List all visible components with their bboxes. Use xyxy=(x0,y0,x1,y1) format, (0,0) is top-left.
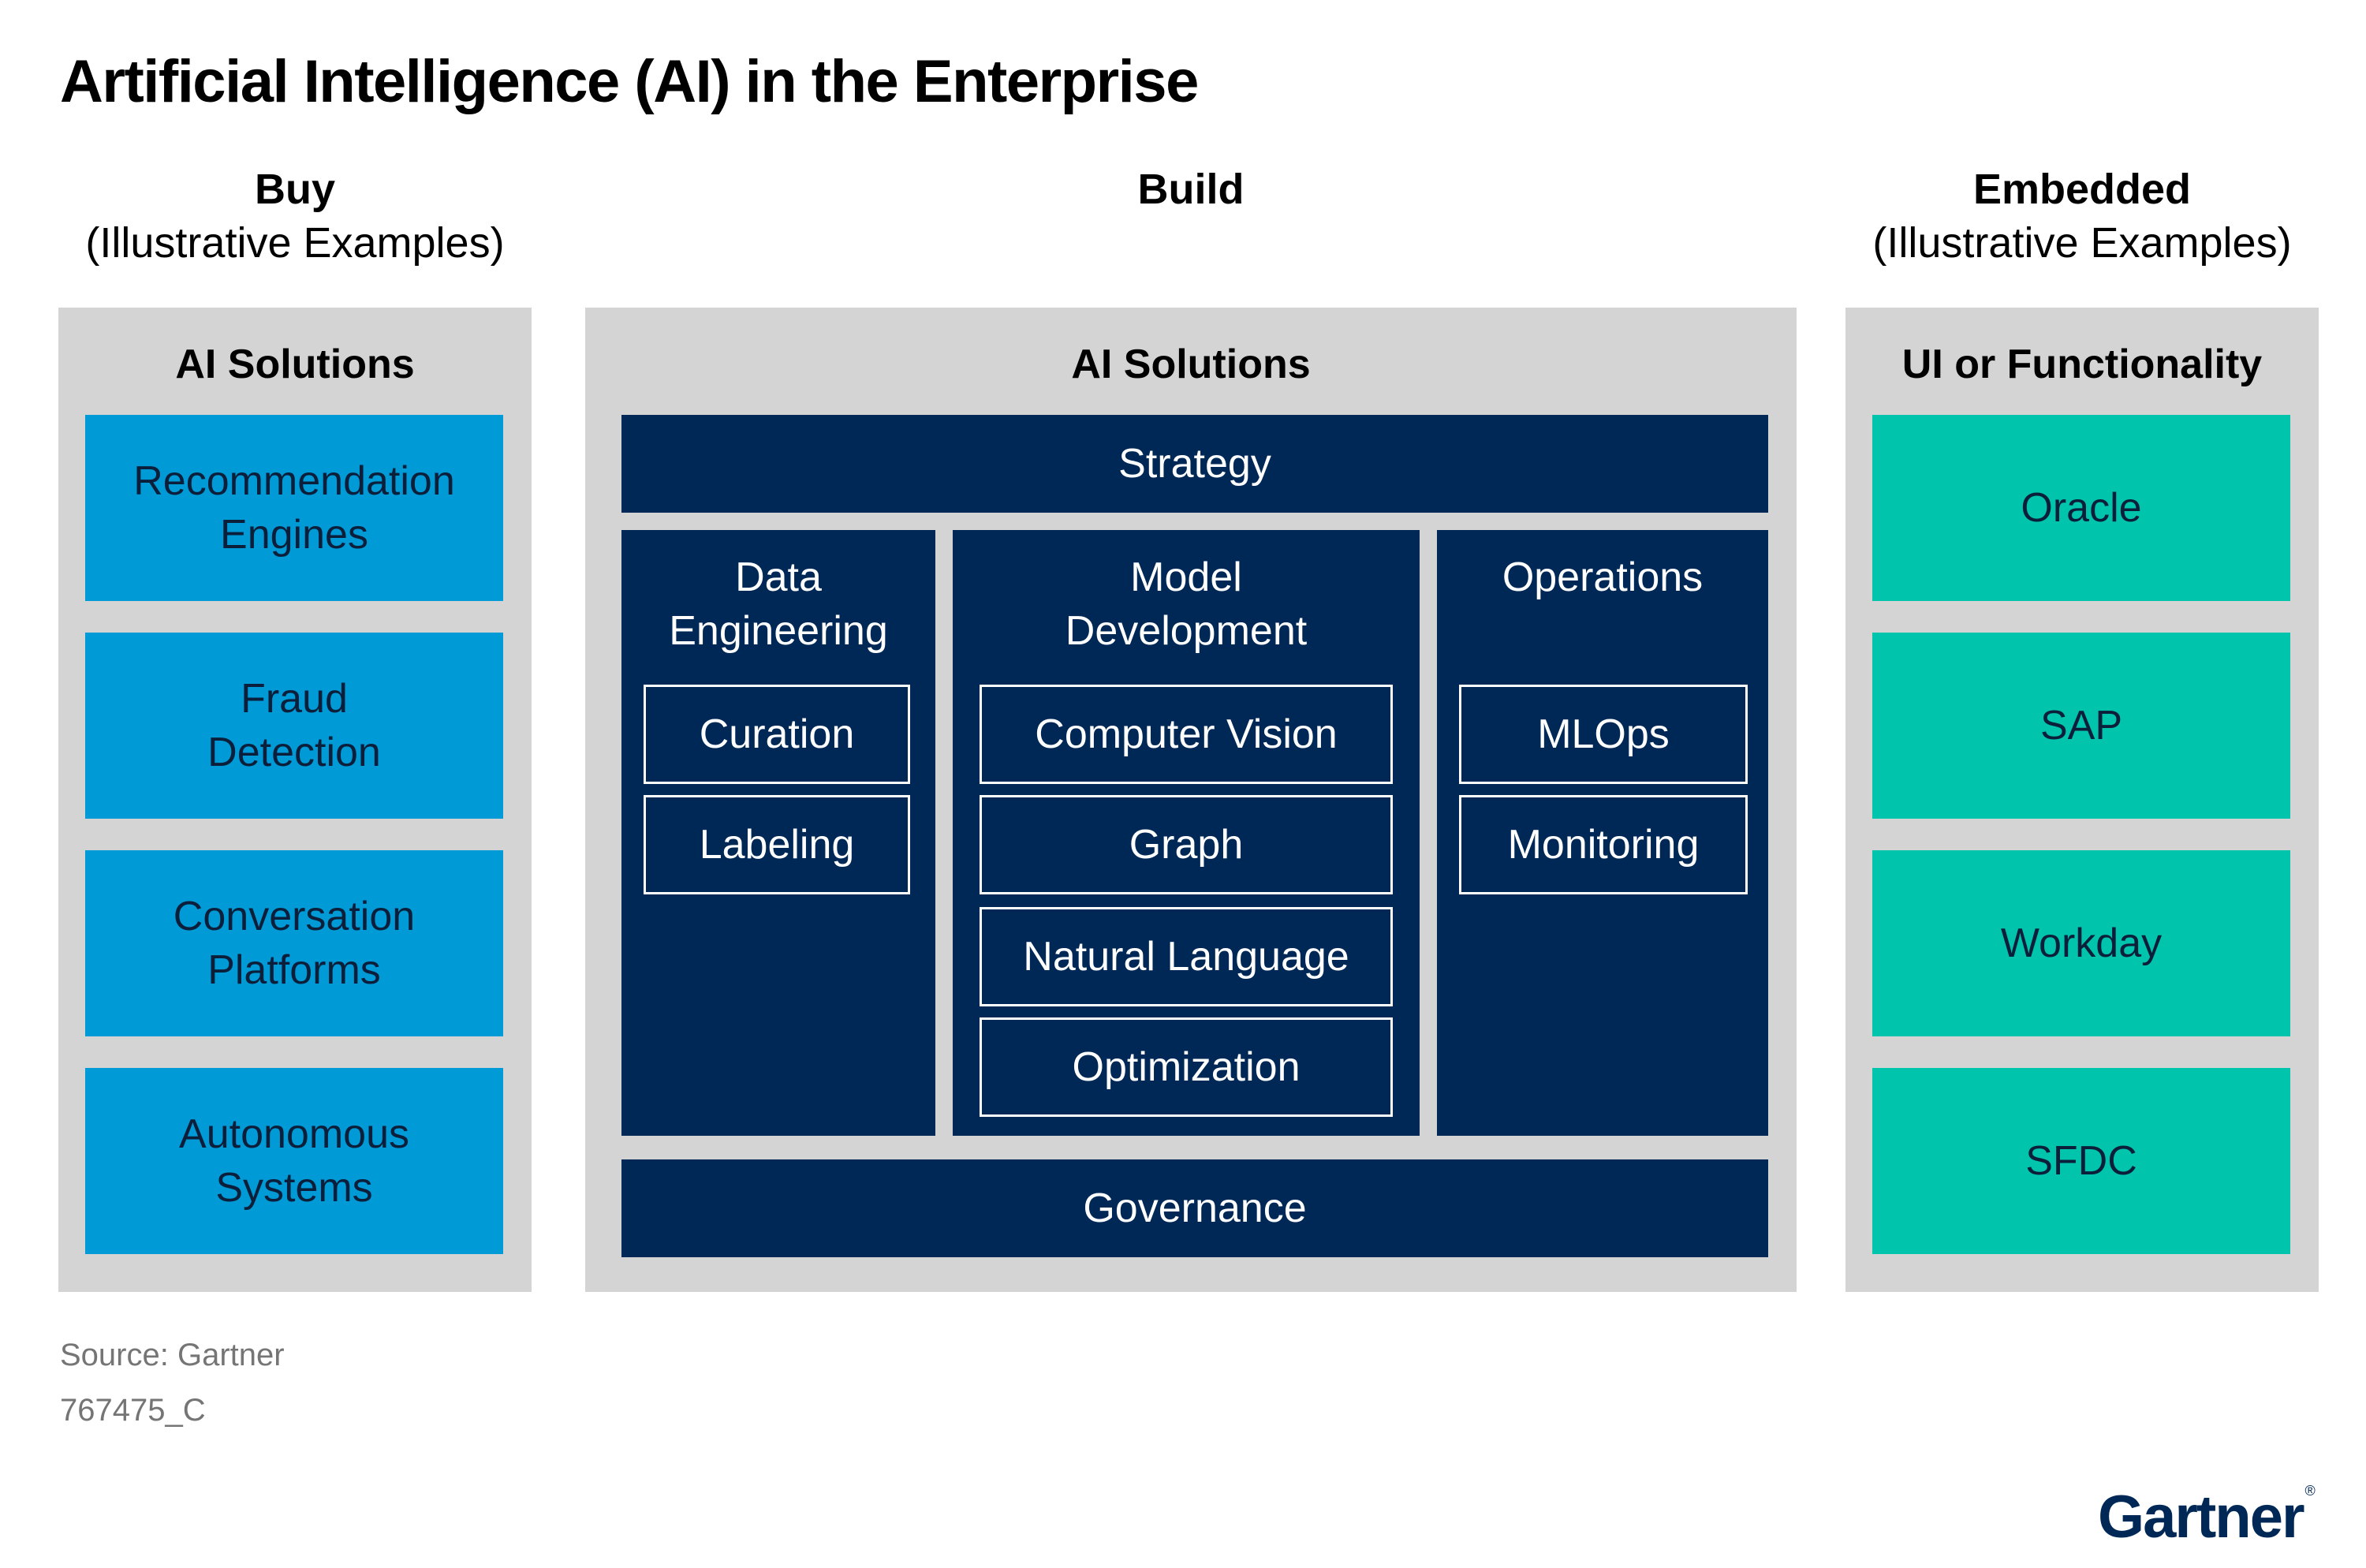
curation-chip: Curation xyxy=(644,685,910,784)
build-heading: Build xyxy=(1137,166,1245,213)
figure-id: 767475_C xyxy=(60,1393,206,1428)
build-column-heading: Build xyxy=(585,162,1797,216)
strategy-bar: Strategy xyxy=(621,415,1768,513)
operations-title: Operations xyxy=(1502,554,1704,600)
data-engineering-column: Data Engineering Curation Labeling xyxy=(621,530,935,1136)
labeling-chip: Labeling xyxy=(644,795,910,894)
mlops-chip: MLOps xyxy=(1459,685,1748,784)
embedded-heading: Embedded xyxy=(1972,166,2192,213)
buy-heading: Buy xyxy=(254,166,335,213)
operations-column: Operations MLOps Monitoring xyxy=(1437,530,1768,1136)
embedded-item-sfdc: SFDC xyxy=(1872,1068,2290,1254)
embedded-subheading: (Illustrative Examples) xyxy=(1872,219,2292,267)
embedded-column-heading: Embedded (Illustrative Examples) xyxy=(1845,162,2319,270)
buy-item-fraud-detection: Fraud Detection xyxy=(85,633,503,819)
buy-item-recommendation-engines: Recommendation Engines xyxy=(85,415,503,601)
build-panel-title: AI Solutions xyxy=(1071,342,1311,387)
buy-column-heading: Buy (Illustrative Examples) xyxy=(58,162,532,270)
source-note: Source: Gartner xyxy=(60,1338,285,1372)
embedded-item-sap: SAP xyxy=(1872,633,2290,819)
computer-vision-chip: Computer Vision xyxy=(980,685,1393,784)
embedded-panel-title: UI or Functionality xyxy=(1901,342,2263,387)
monitoring-chip: Monitoring xyxy=(1459,795,1748,894)
graph-chip: Graph xyxy=(980,795,1393,894)
gartner-logo-text: Gartner xyxy=(2098,1484,2305,1551)
embedded-item-workday: Workday xyxy=(1872,850,2290,1036)
build-panel: AI Solutions Strategy Data Engineering C… xyxy=(585,308,1797,1292)
buy-panel: AI Solutions Recommendation Engines Frau… xyxy=(58,308,532,1292)
buy-item-autonomous-systems: Autonomous Systems xyxy=(85,1068,503,1254)
embedded-item-oracle: Oracle xyxy=(1872,415,2290,601)
optimization-chip: Optimization xyxy=(980,1017,1393,1117)
model-development-title: Model Development xyxy=(1065,554,1308,654)
page-title: Artificial Intelligence (AI) in the Ente… xyxy=(60,48,1199,115)
governance-bar: Governance xyxy=(621,1159,1768,1257)
registered-mark: ® xyxy=(2304,1483,2316,1499)
natural-language-chip: Natural Language xyxy=(980,907,1393,1006)
buy-subheading: (Illustrative Examples) xyxy=(85,219,505,267)
embedded-panel: UI or Functionality Oracle SAP Workday S… xyxy=(1845,308,2319,1292)
buy-item-conversation-platforms: Conversation Platforms xyxy=(85,850,503,1036)
data-engineering-title: Data Engineering xyxy=(669,554,888,654)
gartner-logo: Gartner® xyxy=(2098,1483,2316,1551)
buy-panel-title: AI Solutions xyxy=(175,342,415,387)
model-development-column: Model Development Computer Vision Graph … xyxy=(953,530,1420,1136)
